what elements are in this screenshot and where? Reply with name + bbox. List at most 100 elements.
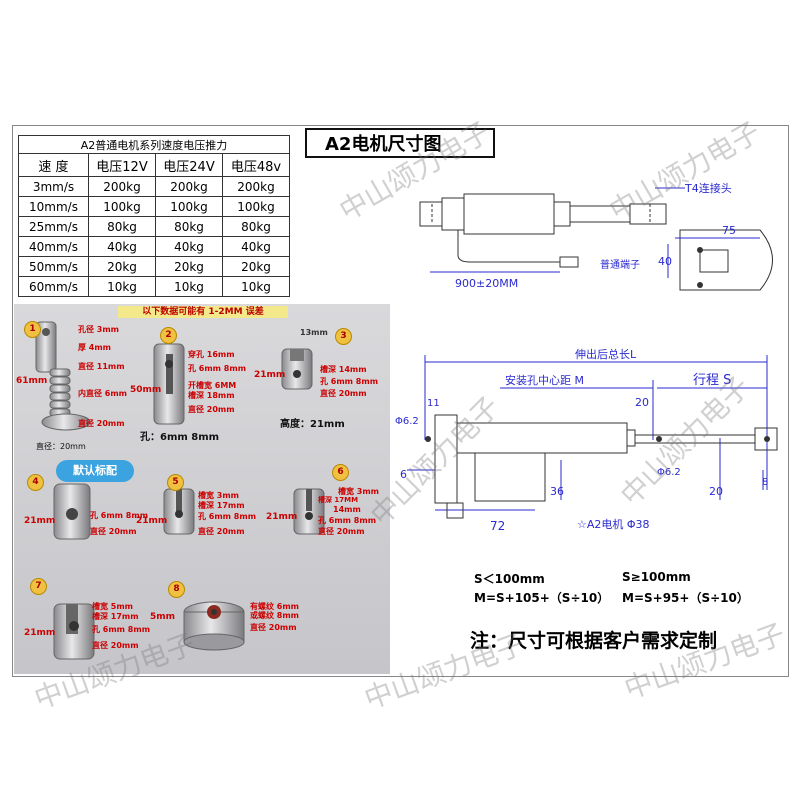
part-height: 21mm bbox=[136, 516, 168, 526]
cable-length-label: 900±20MM bbox=[455, 277, 518, 290]
part-label: 槽深 14mm bbox=[320, 365, 367, 374]
left-condition: S＜100mm bbox=[474, 572, 545, 586]
connector-drawing: T4连接头 普通端子 900±20MM 75 40 bbox=[419, 182, 773, 291]
part-label: 直径 20mm bbox=[320, 389, 367, 398]
part-label: 直径 20mm bbox=[250, 623, 297, 632]
part-label: 开槽宽 6MM bbox=[188, 381, 237, 390]
connector-photo-panel bbox=[14, 304, 390, 674]
connector-photo-illustration bbox=[35, 321, 325, 660]
part-label: 槽深 18mm bbox=[188, 391, 235, 400]
dimension-drawing: 伸出后总长L 安装孔中心距 M 行程 S 11 20 Φ6.2 Φ6.2 6 3… bbox=[395, 347, 778, 533]
table-header-row: 速 度 电压12V 电压24V 电压48v bbox=[18, 153, 290, 177]
table-cell: 100kg bbox=[88, 196, 156, 217]
table-cell: 200kg bbox=[155, 176, 223, 197]
table-header: 电压48v bbox=[222, 153, 290, 177]
part-label: 孔 6mm 8mm bbox=[198, 512, 257, 521]
height-label: 40 bbox=[658, 255, 672, 268]
table-cell: 40kg bbox=[155, 236, 223, 257]
mount-distance-label: 安装孔中心距 M bbox=[505, 373, 584, 387]
table-cell: 10kg bbox=[155, 276, 223, 297]
part-label: 孔 6mm 8mm bbox=[320, 377, 379, 386]
right-formula: M=S+95+（S÷10） bbox=[622, 591, 749, 605]
part-height: 21mm bbox=[24, 516, 56, 526]
page-title: A2电机尺寸图 bbox=[305, 128, 495, 158]
part-number: 5 bbox=[167, 474, 184, 491]
part-label: 孔 6mm 8mm bbox=[92, 625, 151, 634]
part-label: 14mm bbox=[333, 505, 361, 514]
table-cell: 10kg bbox=[88, 276, 156, 297]
part-label: 直径 20mm bbox=[188, 405, 235, 414]
part-label: 槽宽 3mm bbox=[338, 487, 380, 496]
part-number: 1 bbox=[24, 321, 41, 338]
dim-label: 20 bbox=[709, 485, 723, 498]
left-formula: M=S+105+（S÷10） bbox=[474, 591, 610, 605]
table-cell: 100kg bbox=[222, 196, 290, 217]
table-cell: 20kg bbox=[222, 256, 290, 277]
part-height: 21mm bbox=[254, 370, 286, 380]
part-caption: 高度：21mm bbox=[280, 419, 345, 430]
part-height: 5mm bbox=[150, 612, 176, 622]
table-cell: 100kg bbox=[155, 196, 223, 217]
part-height: 50mm bbox=[130, 385, 162, 395]
custom-note: 注：尺寸可根据客户需求定制 bbox=[470, 630, 718, 652]
part-height: 21mm bbox=[24, 628, 56, 638]
part-label: 直径 20mm bbox=[92, 641, 139, 650]
table-cell: 200kg bbox=[88, 176, 156, 197]
stroke-label: 行程 S bbox=[693, 373, 731, 388]
part-label: 孔径 3mm bbox=[78, 325, 120, 334]
dim-label: Φ6.2 bbox=[657, 467, 681, 478]
dim-label: 20 bbox=[635, 396, 649, 409]
connector-label: T4连接头 bbox=[684, 182, 732, 195]
part-number: 2 bbox=[160, 327, 177, 344]
part-number: 3 bbox=[335, 328, 352, 345]
part-height: 21mm bbox=[266, 512, 298, 522]
table-header: 速 度 bbox=[18, 153, 89, 177]
part-number: 8 bbox=[168, 581, 185, 598]
part-label: 穿孔 16mm bbox=[188, 350, 235, 359]
terminal-label: 普通端子 bbox=[600, 258, 640, 271]
dim-label: 11 bbox=[427, 398, 440, 409]
table-cell: 50mm/s bbox=[18, 256, 89, 277]
table-cell: 80kg bbox=[88, 216, 156, 237]
table-cell: 20kg bbox=[88, 256, 156, 277]
table-cell: 20kg bbox=[155, 256, 223, 277]
table-header: 电压12V bbox=[88, 153, 156, 177]
table-cell: 200kg bbox=[222, 176, 290, 197]
part-label: 孔 6mm 8mm bbox=[188, 364, 247, 373]
table-cell: 60mm/s bbox=[18, 276, 89, 297]
dim-label: 6 bbox=[400, 468, 407, 481]
part-label: 13mm bbox=[300, 328, 328, 337]
speed-thrust-table: A2普通电机系列速度电压推力 速 度 电压12V 电压24V 电压48v 3mm… bbox=[18, 135, 290, 297]
motor-label: ☆A2电机 Φ38 bbox=[577, 517, 650, 531]
table-cell: 3mm/s bbox=[18, 176, 89, 197]
table-cell: 80kg bbox=[222, 216, 290, 237]
dim-label: Φ6.2 bbox=[395, 416, 419, 427]
part-label: 孔 6mm 8mm bbox=[90, 511, 149, 520]
total-length-label: 伸出后总长L bbox=[575, 347, 637, 361]
part-number: 7 bbox=[30, 578, 47, 595]
part-label: 槽深 17mm bbox=[198, 501, 245, 510]
part-label: 孔 6mm 8mm bbox=[318, 516, 377, 525]
part-label: 直径 11mm bbox=[78, 362, 125, 371]
dim-label: 36 bbox=[550, 485, 564, 498]
table-cell: 10mm/s bbox=[18, 196, 89, 217]
part-label: 有螺纹 6mm bbox=[250, 602, 300, 611]
part-label: 厚 4mm bbox=[78, 343, 112, 352]
part-label: 直径 20mm bbox=[90, 527, 137, 536]
part-label: 或螺纹 8mm bbox=[250, 611, 300, 620]
part-label: 槽宽 5mm bbox=[92, 602, 134, 611]
default-badge: 默认标配 bbox=[56, 460, 134, 482]
part-label: 直径 20mm bbox=[318, 527, 365, 536]
table-cell: 40mm/s bbox=[18, 236, 89, 257]
part-label: 内直径 6mm bbox=[78, 389, 128, 398]
table-cell: 40kg bbox=[88, 236, 156, 257]
tolerance-banner: 以下数据可能有 1-2MM 误差 bbox=[118, 306, 288, 318]
part-label: 槽深 17mm bbox=[92, 612, 139, 621]
dim-label: 8 bbox=[762, 477, 768, 488]
width-label: 75 bbox=[722, 224, 736, 237]
